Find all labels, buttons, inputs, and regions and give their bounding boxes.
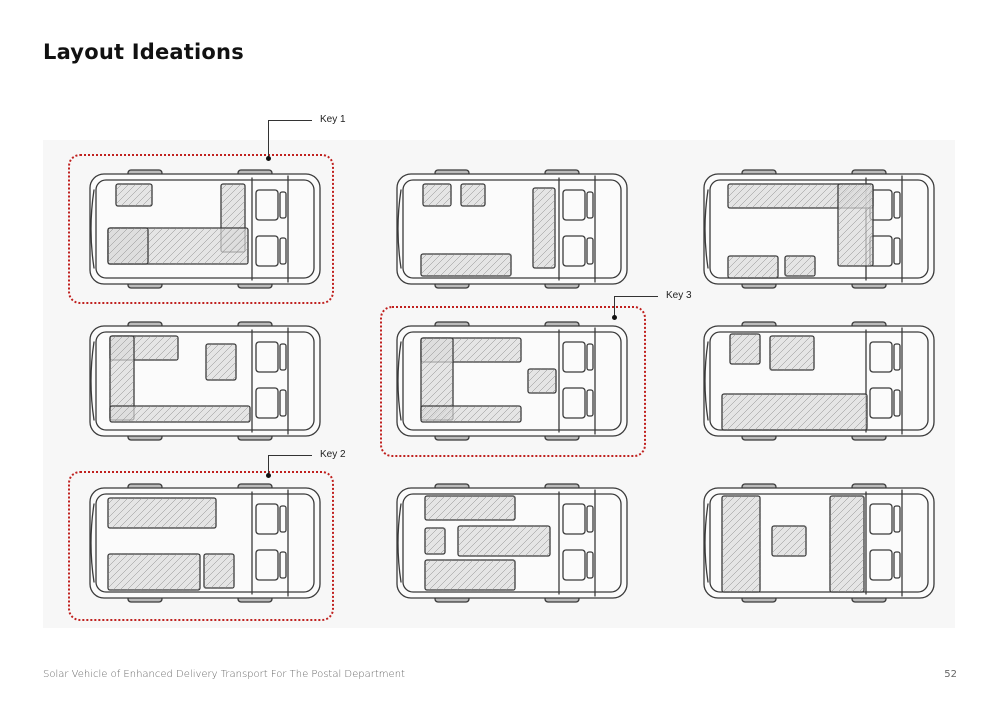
key-1-label: Key 1 xyxy=(320,114,346,125)
page-title: Layout Ideations xyxy=(43,40,244,64)
key-1-highlight xyxy=(68,154,334,304)
van-sketch-7 xyxy=(89,483,321,603)
van-sketch-5 xyxy=(396,321,628,441)
key-1-leader xyxy=(268,120,269,158)
key-1-dot xyxy=(266,156,271,161)
footer-text: Solar Vehicle of Enhanced Delivery Trans… xyxy=(43,669,405,680)
page-number: 52 xyxy=(944,669,957,680)
van-sketch-6 xyxy=(703,321,935,441)
key-2-highlight xyxy=(68,471,334,621)
van-sketch-4 xyxy=(89,321,321,441)
key-2-label: Key 2 xyxy=(320,449,346,460)
key-3-label: Key 3 xyxy=(666,290,692,301)
van-sketch-8 xyxy=(396,483,628,603)
van-sketch-2 xyxy=(396,169,628,289)
key-3-leader-h xyxy=(614,296,658,297)
key-3-highlight xyxy=(380,306,646,457)
key-2-leader-h xyxy=(268,455,312,456)
key-2-leader xyxy=(268,455,269,475)
key-3-leader xyxy=(614,296,615,317)
van-sketch-9 xyxy=(703,483,935,603)
key-2-dot xyxy=(266,473,271,478)
key-1-leader-h xyxy=(268,120,312,121)
key-3-dot xyxy=(612,315,617,320)
van-sketch-3 xyxy=(703,169,935,289)
van-sketch-1 xyxy=(89,169,321,289)
